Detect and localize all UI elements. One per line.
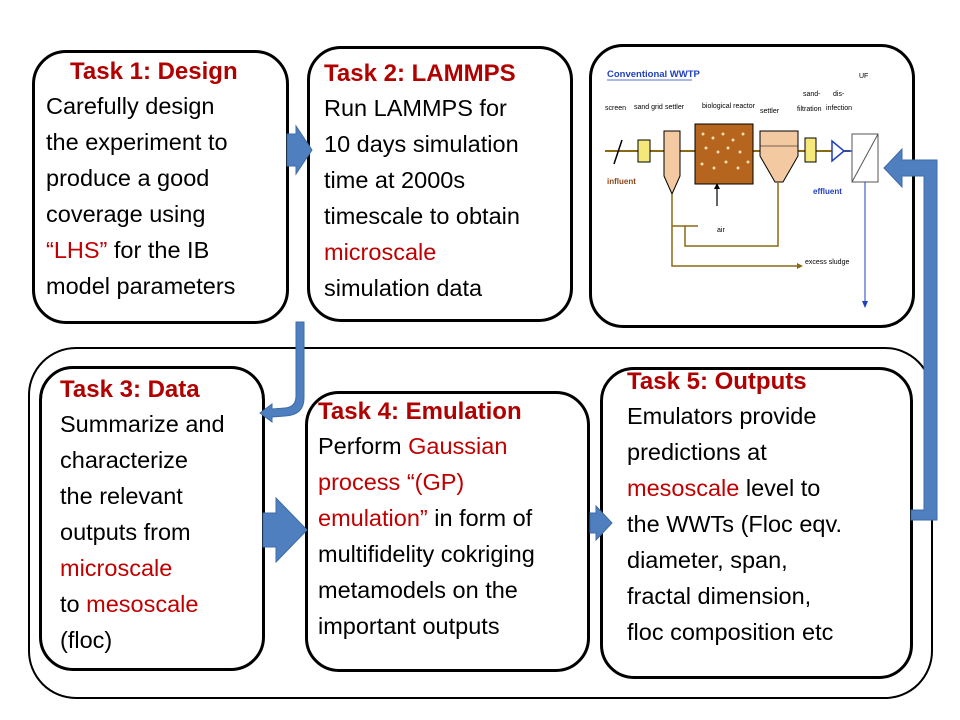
label-settler-1: settler	[665, 104, 685, 111]
task3-line: to mesoscale	[60, 586, 265, 622]
task2-box	[307, 46, 573, 322]
wwtp-title: Conventional WWTP	[607, 69, 701, 80]
arrow-task4-to-task5	[589, 504, 613, 542]
return-sludge-line	[684, 182, 779, 247]
task1-line: model parameters	[46, 273, 236, 299]
task5-line: fractal dimension,	[627, 583, 812, 609]
settler-1-tank	[663, 130, 681, 196]
task1-title: Task 1: Design	[70, 58, 238, 85]
task1-text: Task 1: Design Carefully design the expe…	[46, 56, 286, 304]
task5-box	[600, 367, 913, 679]
task3-line: (floc)	[60, 627, 113, 653]
arrow-task1-to-task2	[286, 124, 313, 176]
sand-filter	[804, 137, 817, 163]
label-uf: UF	[859, 73, 868, 80]
task4-in-form: in form of	[427, 505, 533, 531]
bottom-row-frame	[28, 347, 933, 699]
task3-line: Summarize and	[60, 411, 225, 437]
label-infection: infection	[826, 105, 852, 112]
task2-red-line: microscale	[324, 239, 437, 265]
disinfection-icon	[831, 139, 846, 163]
label-air: air	[717, 227, 725, 234]
task1-box	[32, 50, 289, 324]
lhs-text: “LHS”	[46, 237, 108, 263]
task5-line: mesoscale level to	[627, 470, 912, 506]
task2-line: 10 days simulation	[324, 131, 519, 157]
sand-grid-tank	[637, 139, 651, 163]
task4-title: Task 4: Emulation	[318, 398, 522, 425]
task3-red-line: microscale	[60, 555, 173, 581]
screen-bar	[613, 139, 623, 165]
task3-title: Task 3: Data	[60, 376, 200, 403]
task1-line-rest: for the IB	[107, 237, 210, 263]
arrow-task3-to-task4	[262, 496, 308, 564]
settler-2-tank	[759, 130, 799, 183]
task3-to: to	[60, 591, 87, 617]
label-settler-2: settler	[760, 108, 780, 115]
wwtp-diagram: Conventional WWTP screen sand grid settl…	[605, 69, 879, 308]
label-reactor: biological reactor	[702, 103, 756, 110]
task3-text: Task 3: Data Summarize and characterize …	[60, 374, 265, 658]
task4-box	[305, 391, 590, 672]
task4-perform: Perform	[318, 433, 409, 459]
task4-line: metamodels on the	[318, 577, 518, 603]
arrow-task5-to-wwtp	[883, 147, 938, 521]
label-influent: influent	[607, 177, 636, 186]
label-sand: sand-	[803, 91, 821, 98]
task3-line: the relevant	[60, 483, 183, 509]
label-sand-grid: sand grid	[634, 104, 663, 111]
task5-line: floc composition etc	[627, 619, 834, 645]
label-filtration: filtration	[797, 106, 822, 113]
task5-mesoscale: mesoscale	[627, 475, 740, 501]
task4-process: process “(GP)	[318, 469, 465, 495]
wwtp-box	[589, 44, 915, 328]
task5-text: Task 5: Outputs Emulators provide predic…	[627, 366, 912, 650]
task4-gaussian: Gaussian	[408, 433, 508, 459]
task3-line: outputs from	[60, 519, 191, 545]
task5-title: Task 5: Outputs	[627, 368, 807, 395]
label-screen: screen	[605, 105, 626, 112]
task2-line: simulation data	[324, 275, 483, 301]
task1-line: coverage using	[46, 201, 206, 227]
task4-line: Perform Gaussian	[318, 428, 590, 464]
task5-line: the WWTs (Floc eqv.	[627, 511, 843, 537]
air-arrow	[714, 183, 720, 189]
task5-line: predictions at	[627, 439, 767, 465]
uf-diagonal	[851, 133, 879, 183]
task2-line: time at 2000s	[324, 167, 466, 193]
excess-sludge-line	[671, 226, 800, 267]
task4-text: Task 4: Emulation Perform Gaussian proce…	[318, 396, 590, 644]
task4-line: important outputs	[318, 613, 500, 639]
label-dis: dis-	[833, 91, 845, 98]
task1-line: the experiment to	[46, 129, 228, 155]
task4-line: emulation” in form of	[318, 500, 590, 536]
task2-line: timescale to obtain	[324, 203, 520, 229]
task5-level: level to	[739, 475, 821, 501]
uf-outlet-arrow	[862, 301, 868, 308]
task1-line: produce a good	[46, 165, 210, 191]
task3-box	[39, 366, 265, 671]
task4-line: multifidelity cokriging	[318, 541, 535, 567]
task2-text: Task 2: LAMMPS Run LAMMPS for 10 days si…	[324, 58, 569, 306]
task4-emulation: emulation”	[318, 505, 428, 531]
task3-mesoscale: mesoscale	[86, 591, 199, 617]
task2-title: Task 2: LAMMPS	[324, 60, 516, 87]
arrow-task2-to-task3	[259, 321, 305, 423]
excess-sludge-arrow	[797, 263, 803, 269]
label-excess-sludge: excess sludge	[805, 259, 849, 266]
task1-line: Carefully design	[46, 93, 215, 119]
task1-line: “LHS” for the IB	[46, 232, 286, 268]
task5-line: diameter, span,	[627, 547, 788, 573]
label-effluent: effluent	[813, 187, 842, 196]
task2-line: Run LAMMPS for	[324, 95, 507, 121]
task3-line: characterize	[60, 447, 188, 473]
task5-line: Emulators provide	[627, 403, 817, 429]
